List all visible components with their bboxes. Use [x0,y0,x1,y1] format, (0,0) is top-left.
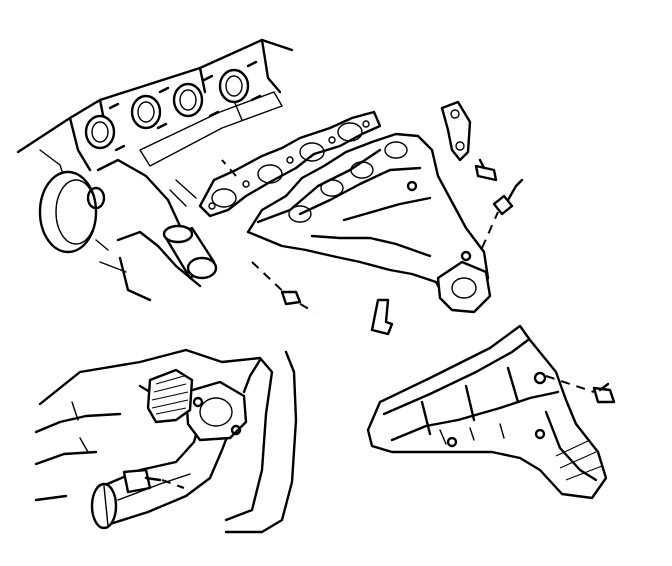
manifold-nut [251,261,315,313]
stud-alignment-line [221,159,237,177]
exhaust-ports [84,68,250,150]
heat-shield-bolt [545,375,616,404]
crankshaft-pulley [38,170,106,254]
exhaust-port-1 [84,114,116,150]
exhaust-port-2 [130,94,162,130]
exhaust-port-4 [218,68,250,104]
manifold-outlet-flange [436,260,492,314]
manifold-studs [108,60,262,152]
manifold-bracket [440,100,472,162]
exhaust-port-3 [172,82,204,118]
manifold-gasket [198,110,382,218]
pipe-flange [184,380,248,442]
heat-shield [366,324,608,500]
lower-bracket [370,298,394,336]
oxygen-sensor [481,178,524,249]
exhaust-manifold [246,132,490,308]
bracket-bolt [474,158,498,182]
flange-bolt [122,468,185,494]
engine-block [16,38,294,302]
flange-gasket [146,368,194,424]
oil-filter [162,224,218,280]
